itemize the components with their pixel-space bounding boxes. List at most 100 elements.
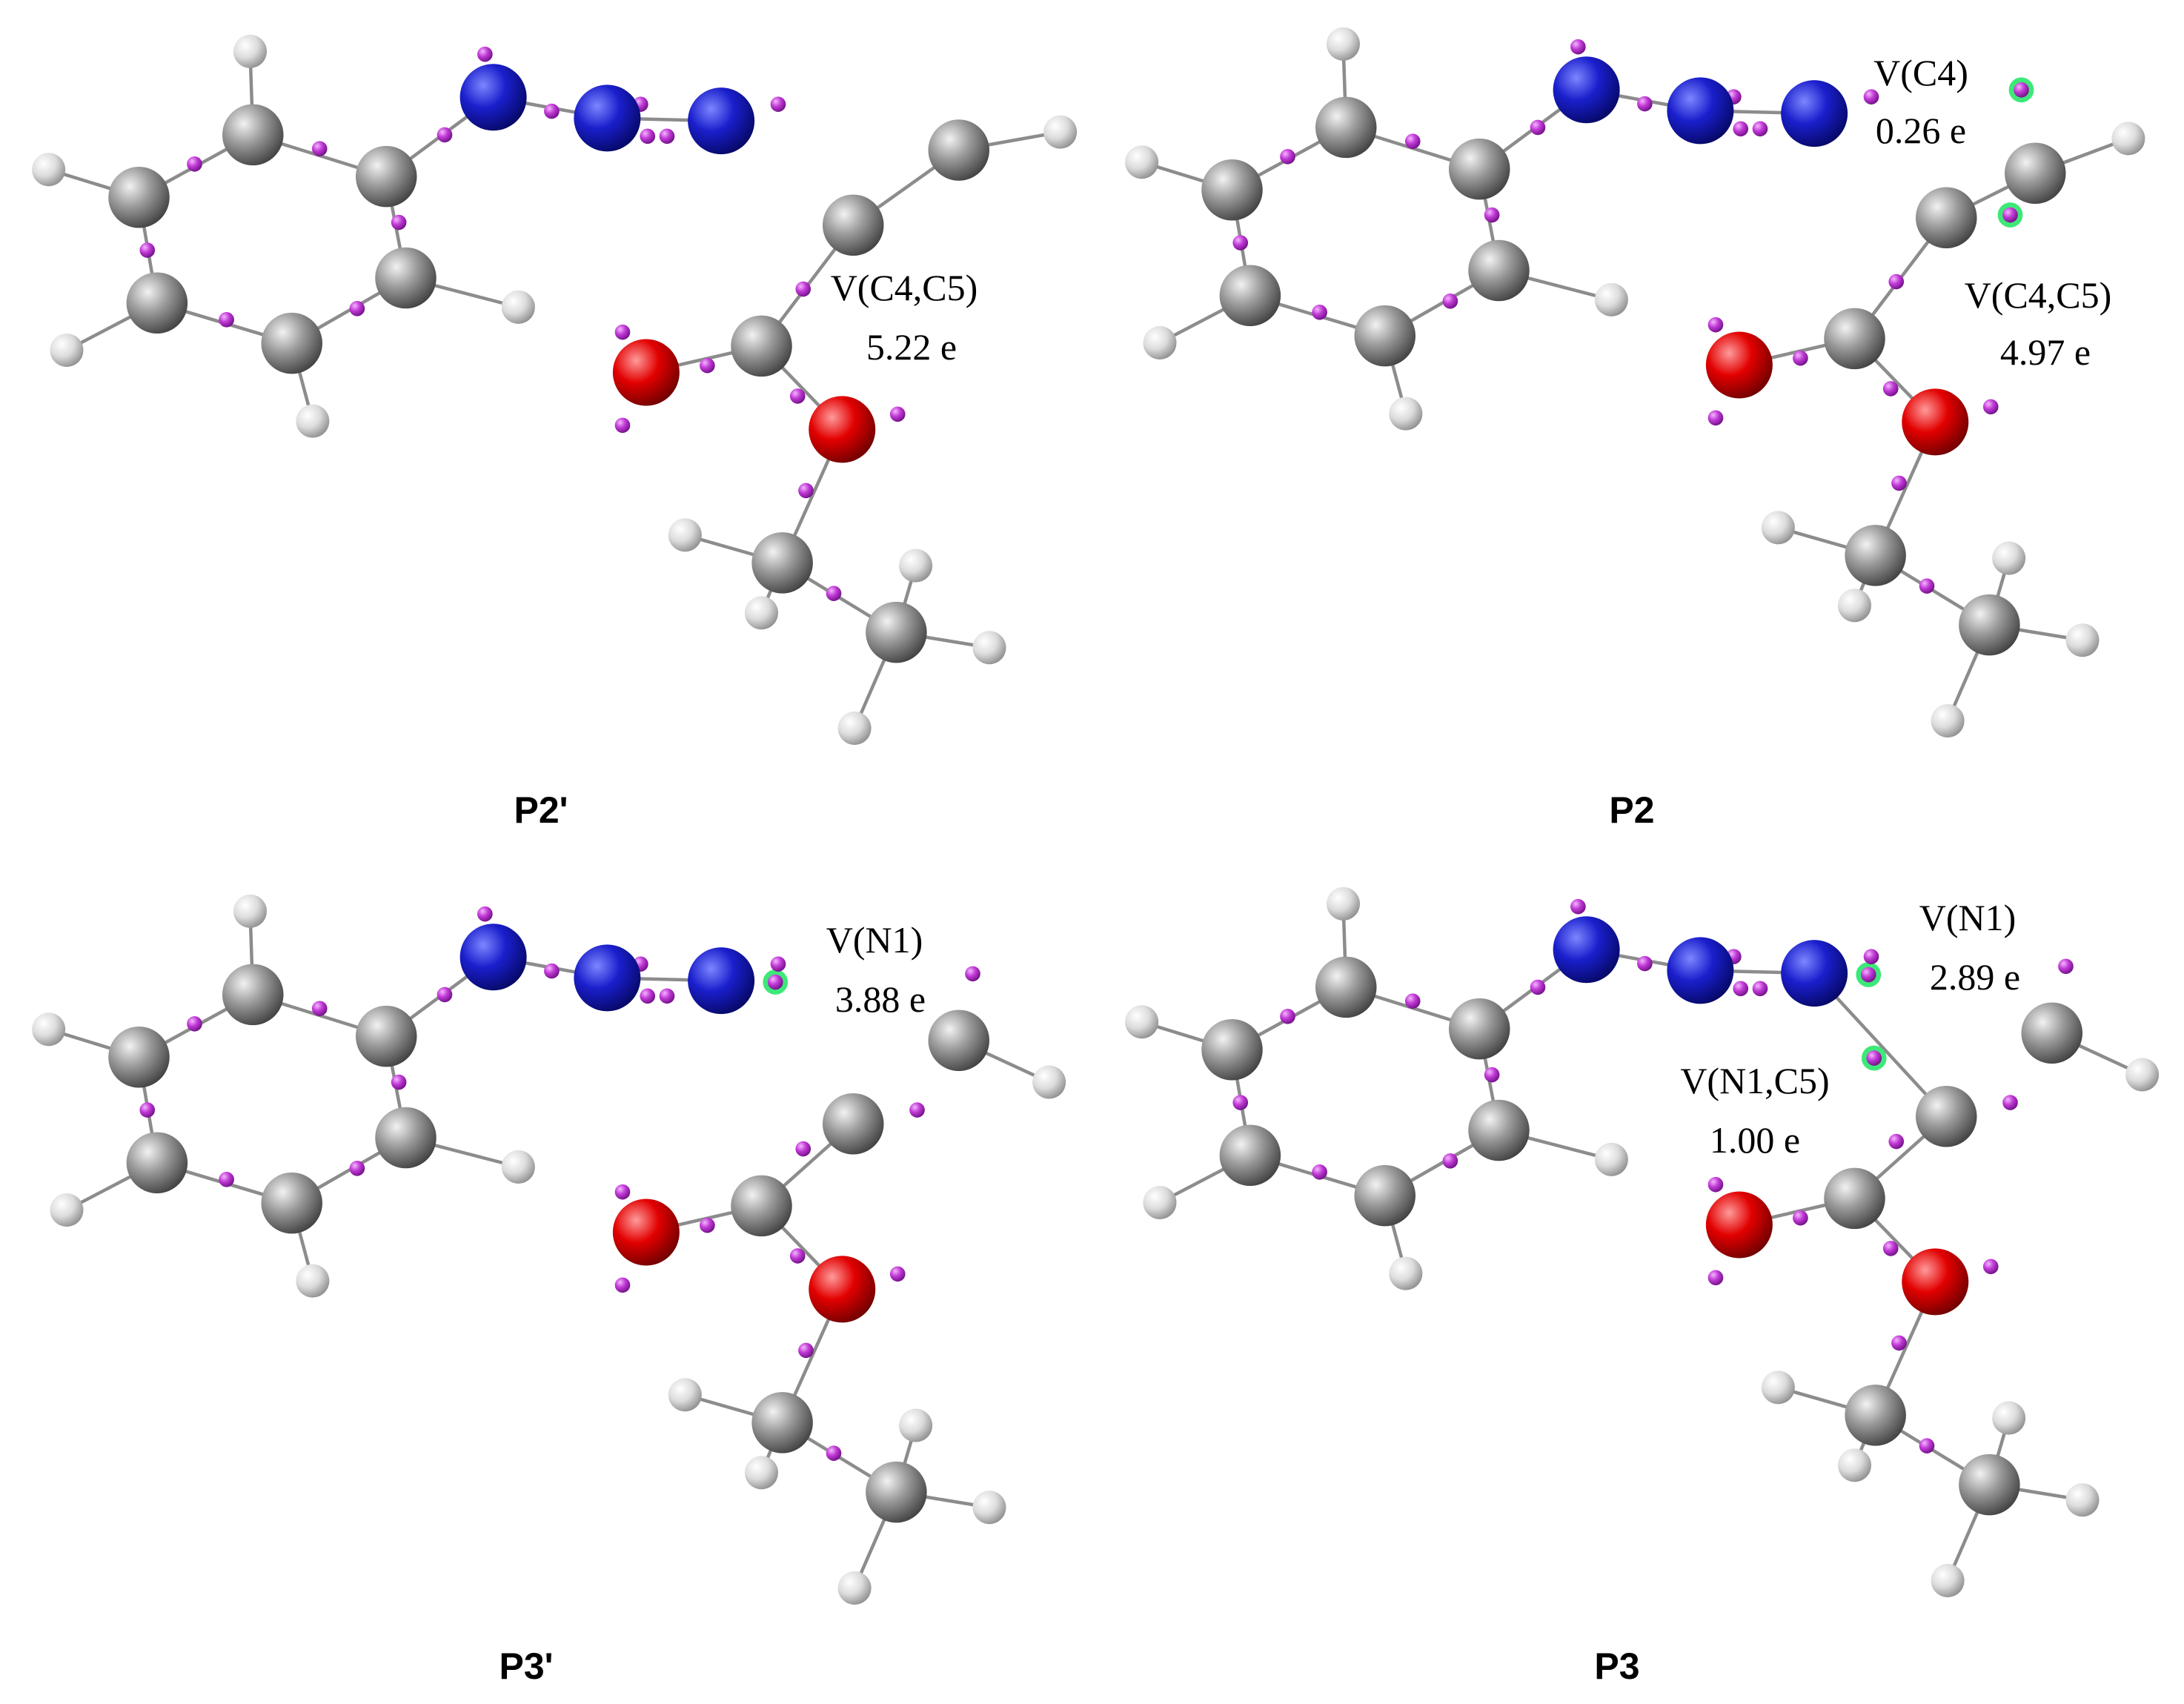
carbon-atom (1959, 1453, 2020, 1516)
carbon-atom (751, 532, 813, 594)
panel-label-p2: P2 (1609, 789, 1654, 831)
carbon-atom (823, 1093, 884, 1155)
hydrogen-atom (1327, 27, 1360, 61)
basin-attractor (1280, 148, 1295, 165)
hydrogen-atom (1761, 511, 1795, 545)
carbon-atom (866, 1461, 927, 1523)
basin-attractor (1484, 207, 1500, 223)
hydrogen-atom (1389, 397, 1423, 431)
oxygen-atom (809, 1256, 876, 1323)
atoms (1125, 886, 2160, 1597)
elf-basins (1232, 39, 2029, 594)
carbon-atom (261, 1172, 322, 1234)
carbon-atom (222, 964, 284, 1026)
basin-attractor (1882, 381, 1899, 397)
basin-attractor (789, 1248, 806, 1264)
basin-attractor (640, 988, 656, 1004)
basin-attractor (477, 46, 493, 62)
basin-attractor (1733, 121, 1749, 137)
hydrogen-atom (501, 1150, 535, 1184)
nitrogen-atom (688, 947, 755, 1015)
nitrogen-atom (1667, 937, 1734, 1004)
basin-attractor (767, 974, 783, 990)
basin-attractor (614, 1184, 631, 1200)
carbon-atom (375, 1107, 437, 1169)
hydrogen-atom (1594, 282, 1628, 316)
nitrogen-atom (1553, 916, 1620, 984)
basin-attractor (1570, 39, 1586, 55)
basin-attractor (2002, 207, 2018, 223)
basin-attractor (1891, 1335, 1907, 1351)
hydrogen-atom (899, 548, 933, 583)
nitrogen-atom (459, 64, 527, 131)
hydrogen-atom (2125, 1058, 2160, 1092)
carbon-atom (1959, 594, 2020, 656)
nitrogen-atom (1781, 80, 1848, 147)
hydrogen-atom (296, 404, 330, 438)
basin-attractor (1280, 1008, 1295, 1024)
basin-attractor (1484, 1067, 1500, 1083)
hydrogen-atom (1327, 886, 1360, 921)
hydrogen-atom (899, 1408, 933, 1442)
annotation-value-v-n1: 2.89 e (1930, 956, 2020, 998)
carbon-atom (126, 1132, 188, 1193)
basin-attractor (1882, 1241, 1899, 1256)
hydrogen-atom (1931, 1564, 1965, 1597)
carbon-atom (1354, 305, 1415, 367)
basin-attractor (2058, 958, 2074, 975)
basin-attractor (1888, 1133, 1905, 1150)
basin-attractor (437, 987, 453, 1003)
hydrogen-atom (1143, 326, 1177, 359)
panel-p3 (1125, 886, 2160, 1597)
annotation-label-v-c4-c5: V(C4,C5) (1965, 274, 2112, 316)
carbon-atom (1916, 187, 1977, 248)
hydrogen-atom (2065, 623, 2100, 657)
basin-attractor (139, 1102, 156, 1118)
carbon-atom (356, 145, 417, 208)
basin-attractor (1530, 119, 1546, 136)
basin-attractor (1442, 1153, 1458, 1169)
basin-attractor (1312, 1164, 1327, 1180)
hydrogen-atom (1125, 1005, 1159, 1039)
nitrogen-atom (1553, 56, 1620, 124)
basin-attractor (1752, 981, 1768, 997)
panel-label-p3-prime: P3' (499, 1645, 553, 1687)
basin-attractor (798, 483, 814, 499)
carbon-atom (261, 312, 322, 374)
carbon-atom (1468, 1099, 1530, 1161)
carbon-atom (356, 1005, 417, 1067)
basin-attractor (1637, 96, 1653, 112)
basin-attractor (311, 1001, 328, 1016)
carbon-atom (1449, 998, 1510, 1060)
basin-attractor (659, 988, 675, 1004)
hydrogen-atom (837, 712, 872, 745)
carbon-atom (1845, 525, 1906, 586)
carbon-atom (108, 1027, 170, 1088)
hydrogen-atom (296, 1264, 330, 1298)
carbon-atom (731, 1175, 792, 1237)
hydrogen-atom (1032, 1065, 1066, 1099)
oxygen-atom (612, 1199, 680, 1266)
basin-attractor (1530, 979, 1546, 995)
hydrogen-atom (50, 334, 84, 367)
elf-basins (1232, 898, 2074, 1453)
hydrogen-atom (1761, 1370, 1795, 1405)
basin-attractor (909, 1102, 925, 1118)
panel-p2-prime (32, 34, 1078, 745)
panel-p3-prime (32, 894, 1066, 1605)
basin-attractor (659, 128, 675, 145)
atoms (32, 894, 1066, 1605)
carbon-atom (1315, 96, 1377, 159)
hydrogen-atom (837, 1571, 872, 1605)
carbon-atom (1219, 1124, 1281, 1186)
hydrogen-atom (972, 631, 1006, 665)
basin-attractor (477, 906, 493, 922)
oxygen-atom (1902, 1248, 1969, 1316)
basin-attractor (1752, 121, 1768, 137)
oxygen-atom (1705, 331, 1773, 399)
basin-attractor (1919, 1438, 1935, 1453)
hydrogen-atom (1125, 145, 1159, 179)
basin-attractor (1860, 967, 1876, 983)
carbon-atom (1201, 159, 1263, 221)
